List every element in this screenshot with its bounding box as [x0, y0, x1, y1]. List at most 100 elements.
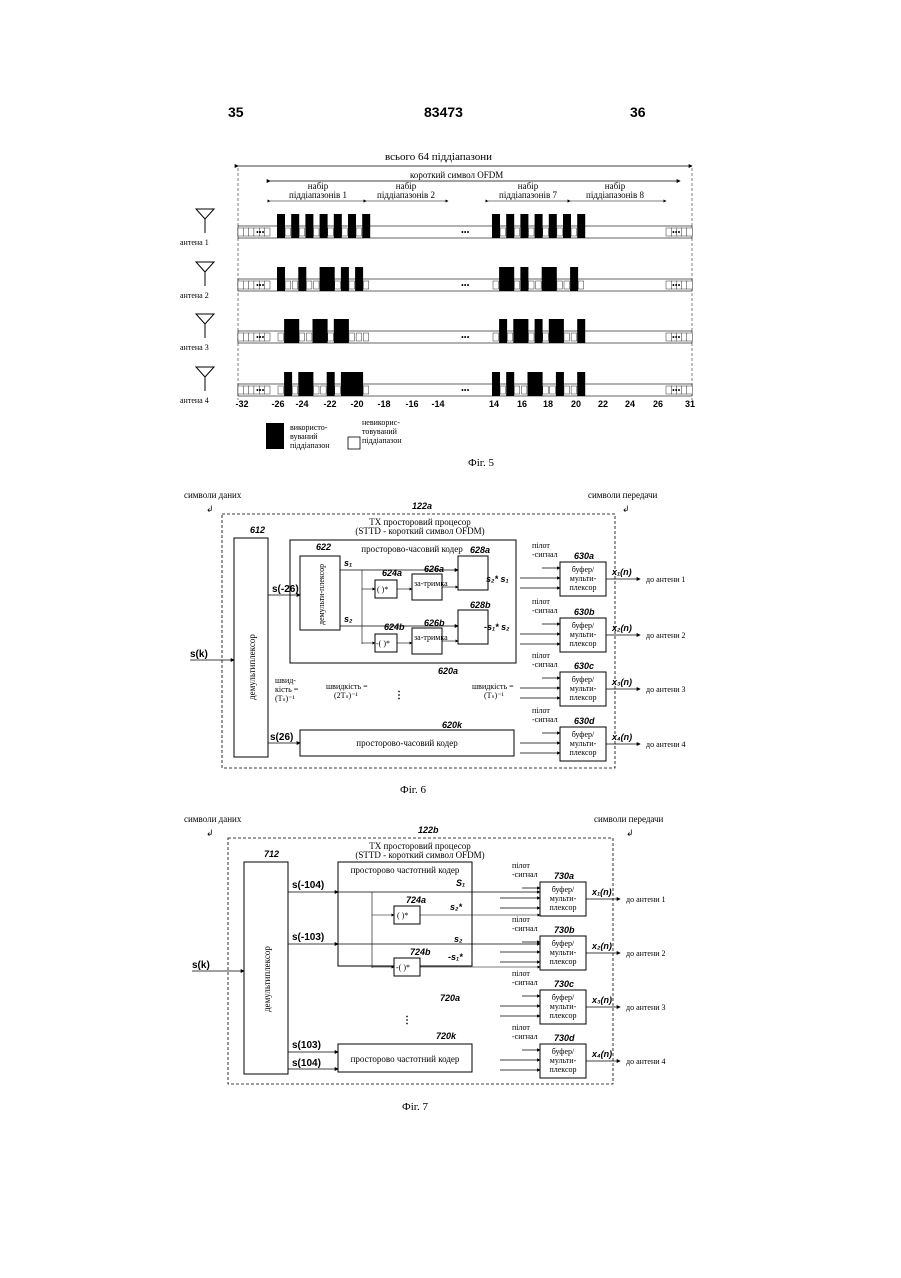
fig5-used-subband — [549, 319, 564, 343]
antenna-4-icon — [196, 367, 214, 391]
fig7-conj-b-ref: 724b — [410, 947, 431, 957]
fig7-input-2: s(103) — [292, 1040, 321, 1051]
fig5-unused-subband — [564, 281, 570, 289]
fig5-unused-subband — [314, 228, 320, 236]
fig7-conj-a-ref: 724a — [406, 895, 426, 905]
fig5-tick-label: 31 — [685, 399, 695, 409]
fig5-unused-subband — [666, 333, 672, 341]
fig6-buffer-3-label: мульти- — [570, 684, 597, 693]
fig7-data-symbols-label: символи даних — [184, 814, 242, 824]
fig7-buffer-1-label: мульти- — [550, 894, 577, 903]
fig7-buffer-3-label: мульти- — [550, 1002, 577, 1011]
fig5-group1-line2: піддіапазонів 1 — [289, 190, 347, 200]
fig6-buffer-4-ref: 630d — [574, 716, 595, 726]
fig5-group4-line2: піддіапазонів 8 — [586, 190, 644, 200]
fig7-out-label-3: x₃(n) — [591, 995, 612, 1005]
fig5-unused-subband — [507, 333, 513, 341]
fig6-conj-b-ref: 624b — [384, 622, 405, 632]
fig6-data-symbols-label: символи даних — [184, 490, 242, 500]
fig5-unused-subband — [682, 281, 688, 289]
fig6-processor-ref: 122a — [412, 501, 432, 511]
fig7-input-3: s(104) — [292, 1058, 321, 1069]
fig7-pilot-label-2-b: -сигнал — [512, 924, 538, 933]
fig5-ellipsis-right: ••• — [672, 281, 681, 290]
fig5-unused-subband — [682, 228, 688, 236]
fig6-pilot-label-1-b: -сигнал — [532, 550, 558, 559]
fig5-unused-subband — [249, 333, 255, 341]
fig7-buffer-1-label: буфер/ — [552, 885, 575, 894]
fig5-unused-subband — [687, 333, 693, 341]
fig7-buffer-4-label: буфер/ — [552, 1047, 575, 1056]
fig5-unused-subband — [342, 228, 348, 236]
fig5-used-subband — [577, 214, 585, 238]
fig5-unused-subband — [682, 386, 688, 394]
fig5-unused-subband — [363, 386, 369, 394]
fig5-tick-labels: -32-26-24-22-20-18-16-141416182022242631 — [235, 399, 695, 409]
fig5-unused-subband — [249, 228, 255, 236]
fig6-rate1-line1: швид- — [275, 676, 296, 685]
fig5-unused-subband — [238, 228, 244, 236]
fig5-ellipsis-right: ••• — [672, 386, 681, 395]
fig5-unused-subband — [335, 386, 341, 394]
fig6-buffer-1-label: мульти- — [570, 574, 597, 583]
fig6-coder-k-ref: 620k — [442, 720, 463, 730]
fig5-tick-label: -22 — [323, 399, 336, 409]
fig7-conj-a-label: ( )* — [397, 911, 408, 920]
fig7-input-label: s(k) — [192, 960, 210, 971]
antenna-2-icon — [196, 262, 214, 286]
fig5-subband-rows: антена 1•••••••••антена 2•••••••••антена… — [180, 209, 692, 405]
fig5-unused-subband — [356, 333, 362, 341]
figure-5: всього 64 піддіапазони короткий символ O… — [180, 151, 695, 469]
fig6-pilot-label-3-b: -сигнал — [532, 660, 558, 669]
fig7-pilot-label-1: пілот — [512, 861, 530, 870]
fig7-ellipsis: ⋮ — [402, 1015, 412, 1026]
fig6-conj-a-ref: 624a — [382, 568, 402, 578]
fig7-buffer-2-label: буфер/ — [552, 939, 575, 948]
fig6-pilot-label-3: пілот — [532, 651, 550, 660]
fig5-tick-label: -20 — [350, 399, 363, 409]
fig5-used-subband — [577, 319, 585, 343]
fig5-unused-subband — [243, 386, 249, 394]
fig6-buffer-1-ref: 630a — [574, 551, 594, 561]
fig5-unused-subband — [500, 228, 506, 236]
fig6-arrow-glyph-right: ↲ — [622, 504, 630, 514]
fig6-buffer-2-label: буфер/ — [572, 621, 595, 630]
legend-used-line1: використо- — [290, 423, 328, 432]
fig6-delay-a-ref: 626a — [424, 564, 444, 574]
fig7-buffer-4-label: мульти- — [550, 1056, 577, 1065]
antenna-1-label: антена 1 — [180, 238, 209, 247]
fig5-used-subband — [298, 372, 313, 396]
fig7-s1-label: S₁ — [456, 878, 465, 888]
fig5-unused-subband — [363, 333, 369, 341]
fig6-ellipsis: ⋮ — [394, 690, 404, 701]
fig5-used-subband — [520, 267, 528, 291]
fig7-coder-k-ref: 720k — [436, 1031, 457, 1041]
fig5-unused-subband — [249, 386, 255, 394]
fig5-unused-subband — [238, 386, 244, 394]
fig5-used-subband — [334, 319, 349, 343]
fig5-unused-subband — [292, 386, 298, 394]
fig6-buffer-1-label: плексор — [569, 583, 596, 592]
fig6-rate2-line2: (2Tₛ)⁻¹ — [334, 691, 358, 700]
fig6-buffer-4-label: буфер/ — [572, 730, 595, 739]
fig5-used-subband — [348, 214, 356, 238]
fig7-dest-label-3: до антени 3 — [626, 1003, 666, 1012]
fig5-unused-subband — [687, 228, 693, 236]
fig6-coder-k-label: просторово-часовий кодер — [356, 738, 458, 748]
fig5-tick-label: -18 — [377, 399, 390, 409]
fig5-tick-label: -24 — [295, 399, 308, 409]
fig5-unused-subband — [238, 333, 244, 341]
fig6-pilot-label-1: пілот — [532, 541, 550, 550]
figure-6: символи даних символи передачи ↲ ↲ 122a … — [184, 490, 686, 796]
fig7-pilot-label-2: пілот — [512, 915, 530, 924]
fig6-dest-label-2: до антени 2 — [646, 631, 686, 640]
fig5-unused-subband — [557, 228, 563, 236]
fig5-used-subband — [506, 214, 514, 238]
fig5-ellipsis-mid: ••• — [461, 386, 470, 395]
antenna-1-icon — [196, 209, 214, 233]
fig5-unused-subband — [243, 333, 249, 341]
fig5-unused-subband — [285, 281, 291, 289]
fig6-pilot-label-2: пілот — [532, 597, 550, 606]
fig6-out-label-4: x₄(n) — [611, 732, 632, 742]
